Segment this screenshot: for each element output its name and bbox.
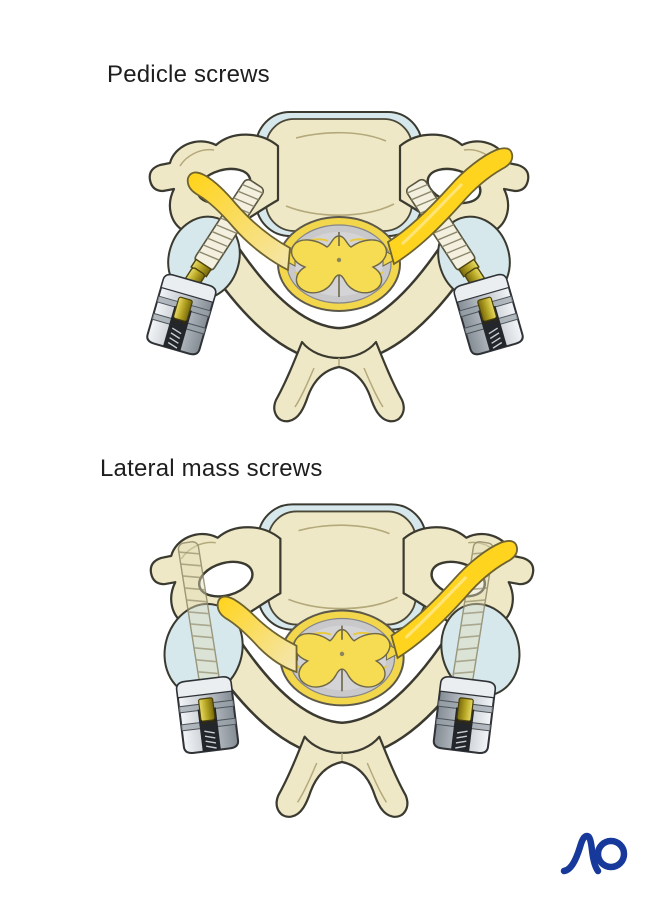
body-contour-lines bbox=[285, 131, 395, 216]
vertebral-body bbox=[267, 510, 417, 626]
screw-head-left bbox=[175, 676, 240, 754]
figure-caption-pedicle: Pedicle screws bbox=[107, 61, 270, 88]
nerve-root-right bbox=[390, 540, 518, 660]
spinal-cord bbox=[279, 609, 405, 707]
screw-head-left bbox=[146, 273, 217, 356]
transverse-process-left bbox=[149, 526, 282, 633]
screw-head-right bbox=[453, 273, 524, 356]
vertebral-arch bbox=[205, 635, 479, 760]
spinous-process bbox=[273, 340, 405, 423]
gray-matter-butterfly bbox=[293, 628, 391, 688]
nerve-root-left bbox=[186, 171, 291, 272]
nerve-root-left bbox=[216, 595, 298, 674]
spinous-process bbox=[275, 735, 409, 818]
ao-logo-letter-a bbox=[560, 832, 602, 875]
ao-logo-letter-o bbox=[594, 837, 628, 871]
ao-logo bbox=[560, 832, 628, 875]
screw-head-right bbox=[432, 676, 497, 754]
illustration-lateral-mass-screws bbox=[149, 503, 535, 818]
illustration-pedicle-screws bbox=[146, 111, 530, 423]
vertebral-arch bbox=[204, 241, 474, 366]
transverse-foramen-left bbox=[198, 560, 254, 598]
nerve-root-right bbox=[386, 147, 514, 266]
spinal-cord bbox=[277, 216, 401, 312]
figure-caption-lateral-mass: Lateral mass screws bbox=[100, 455, 323, 482]
lateral-mass-screw-left bbox=[177, 541, 220, 684]
vertebral-body bbox=[265, 118, 413, 232]
